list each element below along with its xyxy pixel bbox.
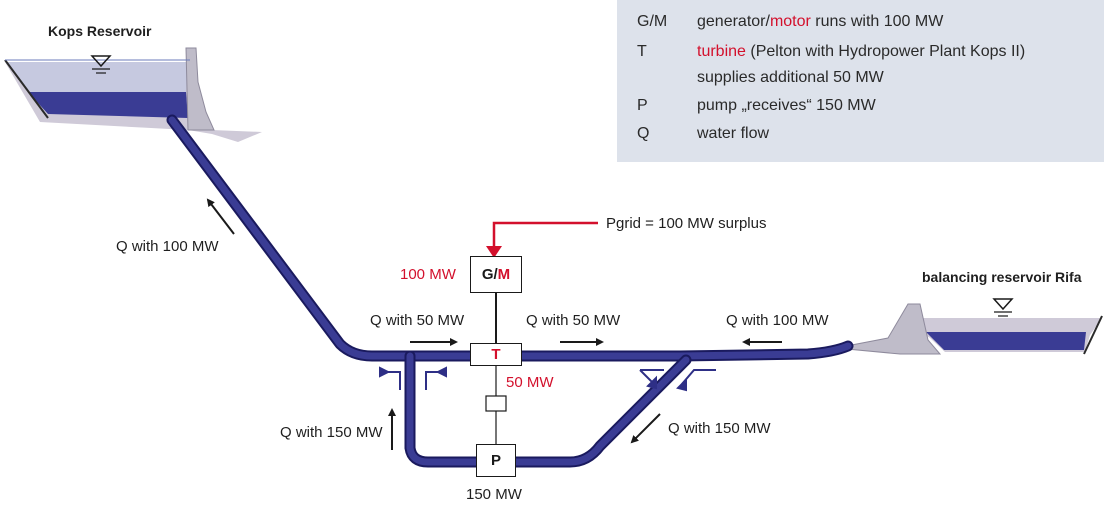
coupling (485, 395, 507, 412)
pump-power-label: 150 MW (466, 486, 522, 503)
rifa-reservoir (835, 303, 1103, 355)
water-level-icon-kops (90, 55, 112, 74)
flow-label-penstock: Q with 100 MW (116, 238, 219, 255)
legend-key: Q (637, 125, 650, 142)
legend-desc: water flow (697, 125, 770, 142)
kops-reservoir (4, 47, 262, 142)
legend-desc: pump „receives“ 150 MW (697, 97, 876, 114)
turbine-power-label: 50 MW (506, 374, 554, 391)
flow-label-to-turbine: Q with 50 MW (370, 312, 465, 329)
legend-key: T (637, 43, 647, 60)
junction-markers (379, 366, 716, 392)
flow-label-from-turbine: Q with 50 MW (526, 312, 621, 329)
legend-panel: G/M generator/motor runs with 100 MW T t… (617, 0, 1104, 162)
water-level-icon-rifa (992, 298, 1014, 317)
junction-marker-right (425, 371, 442, 390)
junction-marker-branch (681, 369, 716, 385)
legend-desc: supplies additional 50 MW (697, 69, 884, 86)
pump-box: P (476, 444, 516, 477)
flow-label-from-rifa: Q with 100 MW (726, 312, 829, 329)
generator-motor-box: G/M (470, 256, 522, 293)
flow-label-pump-right: Q with 150 MW (668, 420, 771, 437)
junction-marker-mid (639, 369, 664, 383)
junction-marker-left (384, 371, 401, 390)
legend-key: P (637, 97, 648, 114)
gm-power-label: 100 MW (400, 266, 456, 283)
legend-desc: generator/motor runs with 100 MW (697, 13, 944, 30)
turbine-box: T (470, 343, 522, 366)
flow-label-pump-left: Q with 150 MW (280, 424, 383, 441)
flow-arrow-down-right (630, 413, 661, 444)
rifa-reservoir-title: balancing reservoir Rifa (922, 269, 1082, 285)
flow-arrow-up-penstock (206, 198, 235, 235)
kops-reservoir-title: Kops Reservoir (48, 23, 152, 39)
machine-shaft (485, 292, 507, 446)
flow-arrows (206, 198, 782, 450)
legend-desc: turbine (Pelton with Hydropower Plant Ko… (697, 43, 1026, 60)
grid-arrow (486, 221, 598, 258)
legend-key: G/M (637, 13, 668, 30)
pgrid-label: Pgrid = 100 MW surplus (606, 215, 767, 232)
